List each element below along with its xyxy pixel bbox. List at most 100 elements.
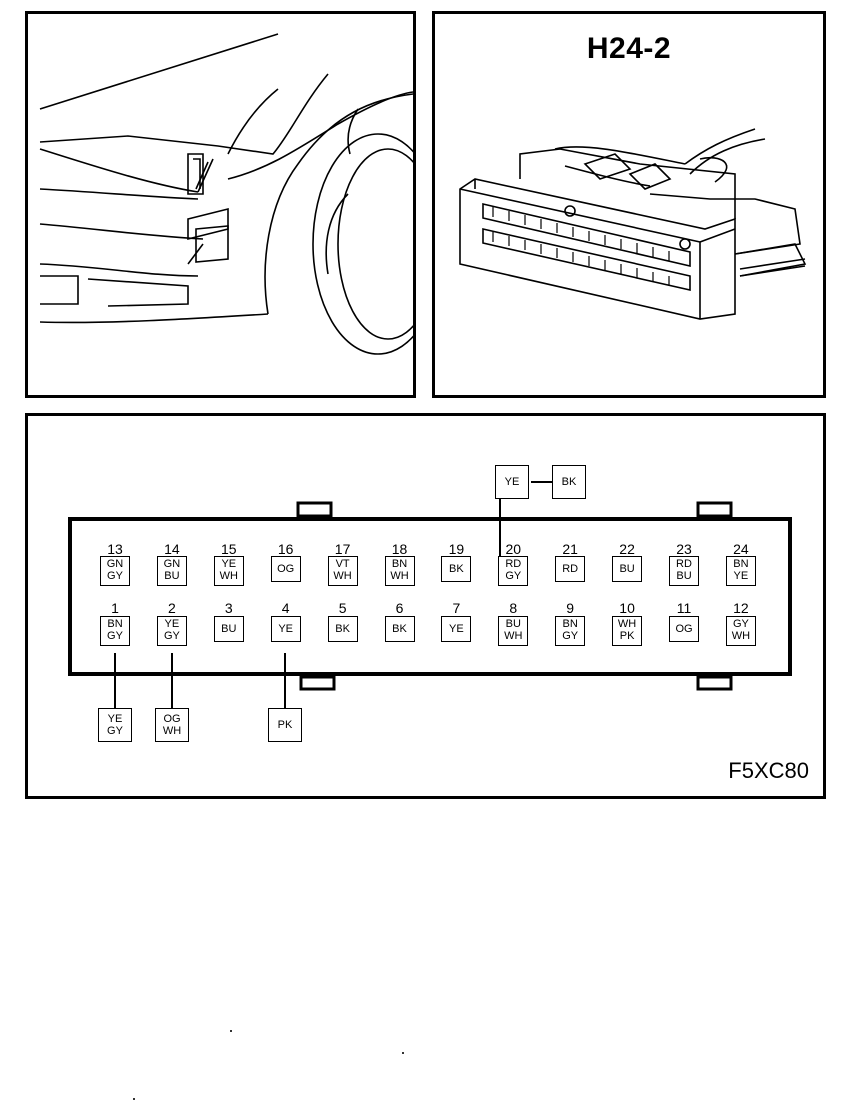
pin-number: 19 <box>448 541 465 557</box>
pin-wire-colors: BU <box>612 556 643 582</box>
wire-color: BU <box>505 618 521 630</box>
pin-wire-colors: YE <box>441 616 472 642</box>
pin-wire-colors: BK <box>384 616 415 642</box>
wire-color: PK <box>619 630 635 642</box>
pin-number: 20 <box>505 541 522 557</box>
wire-color: OG <box>675 623 693 635</box>
wire-color: BK <box>561 476 577 488</box>
pin-number: 5 <box>338 600 347 616</box>
wire-color: BK <box>392 623 407 635</box>
wire-color: GY <box>562 630 579 642</box>
wire-color: GN <box>106 558 124 570</box>
wire-color: BU <box>676 570 692 582</box>
wire-color: WH <box>731 630 751 642</box>
pin-wire-colors: YE <box>270 616 301 642</box>
wire-color: RD <box>505 558 522 570</box>
wire-color: YE <box>278 623 294 635</box>
wire-color: OG <box>277 563 295 575</box>
pin-number: 1 <box>111 600 119 616</box>
wire-color: WH <box>162 725 182 737</box>
pin-number: 13 <box>107 541 123 557</box>
connector-illustration-panel: H24-2 <box>432 11 826 398</box>
pin-number: 8 <box>509 600 518 616</box>
pin-number: 7 <box>452 600 461 616</box>
pin-wire-colors: RD <box>555 556 586 582</box>
pin-number: 9 <box>566 600 575 616</box>
wire-color: BU <box>221 623 237 635</box>
connector-outline <box>68 481 792 710</box>
pin-number: 6 <box>395 600 404 616</box>
wire-color: BK <box>449 563 464 575</box>
wire-color: YE <box>221 558 237 570</box>
pin-number: 10 <box>619 600 635 616</box>
wire-color: WH <box>504 630 523 642</box>
wire-color: BN <box>107 618 123 630</box>
wire-color: YE <box>504 476 520 488</box>
wire-color: GY <box>107 570 123 582</box>
wire-color: BN <box>733 558 749 570</box>
pin-number: 18 <box>391 541 408 557</box>
wire-box-pin20-a: YE <box>495 465 529 499</box>
pin-number: 15 <box>221 541 237 557</box>
pin-number: 16 <box>277 541 294 557</box>
pin-number: 21 <box>562 541 578 557</box>
wire-color: YE <box>733 570 749 582</box>
wire-color: PK <box>277 719 293 731</box>
pin-number: 17 <box>334 541 351 557</box>
pin-number: 4 <box>281 600 290 616</box>
wire-color: YE <box>107 713 123 725</box>
wire-color: GY <box>107 725 123 737</box>
wire-color: GN <box>163 558 181 570</box>
wire-color: BN <box>562 618 578 630</box>
pin-wire-colors: BK <box>327 616 358 642</box>
wire-box-pin1: YE GY <box>98 708 132 742</box>
wire-color: YE <box>164 618 180 630</box>
wire-color: RD <box>676 558 692 570</box>
pin-number: 12 <box>733 600 749 616</box>
pin-number: 14 <box>164 541 180 557</box>
wire-color: WH <box>219 570 238 582</box>
pin-number: 2 <box>167 600 176 616</box>
wire-box-pin4: PK <box>268 708 302 742</box>
scan-speck <box>230 1030 232 1032</box>
connector-illustration <box>459 128 807 320</box>
wire-color: BU <box>619 563 635 575</box>
connector-title: H24-2 <box>586 32 672 65</box>
pin-number: 23 <box>676 541 692 557</box>
wire-color: GY <box>505 570 522 582</box>
wire-box-pin20-b: BK <box>552 465 586 499</box>
figure-code: F5XC80 <box>728 758 809 783</box>
wire-color: OG <box>163 713 181 725</box>
pin-wire-colors: BK <box>441 556 472 582</box>
wire-color: WH <box>333 570 352 582</box>
wire-color: BK <box>335 623 350 635</box>
pin-wire-colors: OG <box>669 616 699 642</box>
wire-color: WH <box>617 618 637 630</box>
wire-color: VT <box>335 558 350 570</box>
wire-color: BU <box>164 570 180 582</box>
wire-color: GY <box>163 630 180 642</box>
car-front-illustration <box>39 33 413 355</box>
wire-color: RD <box>562 563 579 575</box>
wire-box-pin2: OG WH <box>155 708 189 742</box>
pin-number: 24 <box>733 541 749 557</box>
wire-color: BN <box>391 558 408 570</box>
scan-speck <box>133 1098 135 1100</box>
scan-speck <box>402 1052 404 1054</box>
pin-wire-colors: BU <box>213 616 244 642</box>
pin-number: 3 <box>224 600 233 616</box>
